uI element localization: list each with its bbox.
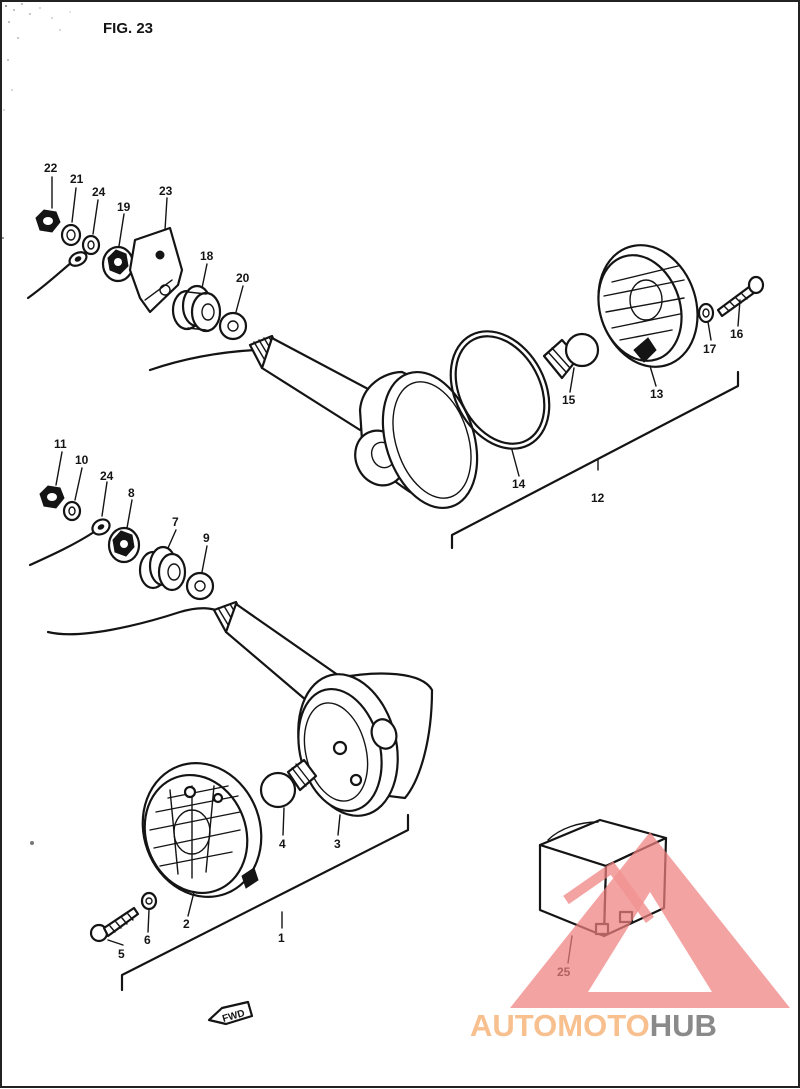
callout-15: 15	[562, 393, 576, 407]
bulb-4	[259, 758, 318, 809]
group-bracket-12	[450, 370, 740, 550]
ground-wire-lower	[28, 530, 96, 567]
grommet-7	[138, 545, 187, 592]
group-bracket-1	[120, 813, 410, 992]
gasket-14	[449, 330, 551, 450]
bracket-23	[128, 226, 184, 314]
mounting-stem-upper	[248, 334, 387, 432]
upper-turn-signal-assembly	[26, 209, 765, 550]
callout-18: 18	[200, 249, 214, 263]
callout-24-lower: 24	[100, 469, 114, 483]
nut-8	[107, 526, 141, 564]
washer-10	[62, 500, 82, 522]
grommet-18	[171, 284, 222, 333]
callout-21: 21	[70, 172, 84, 186]
callout-14: 14	[512, 477, 526, 491]
lens-2	[141, 761, 263, 899]
ground-wire-upper	[26, 260, 74, 300]
callout-20: 20	[236, 271, 250, 285]
lens-13	[597, 244, 699, 368]
watermark-text-grey: HUB	[650, 1008, 717, 1043]
callout-10: 10	[75, 453, 89, 467]
callout-22: 22	[44, 161, 58, 175]
callout-1: 1	[278, 931, 285, 945]
bulb-15	[542, 332, 600, 380]
housing-upper	[354, 370, 479, 510]
callout-16: 16	[730, 327, 744, 341]
screw-16	[716, 275, 765, 318]
callout-8: 8	[128, 486, 135, 500]
screw-5	[89, 906, 140, 943]
washer-17	[697, 302, 715, 324]
housing-lower	[297, 672, 434, 817]
callout-4: 4	[279, 837, 286, 851]
nut-19	[101, 245, 135, 283]
signal-wire-lower	[46, 607, 224, 636]
callout-11: 11	[54, 437, 67, 451]
figure-title: FIG. 23	[103, 20, 153, 37]
callout-23: 23	[159, 184, 173, 198]
washer-9	[185, 571, 215, 601]
forward-direction-marker: FWD	[207, 1000, 254, 1026]
callout-24-upper: 24	[92, 185, 106, 199]
watermark-triangle-icon	[510, 832, 790, 1008]
nut-11	[39, 485, 65, 509]
callout-labels: 22 21 24 19 23 18 20 14 15 13 17 16 12 1…	[44, 161, 744, 979]
signal-wire-upper	[148, 348, 257, 372]
nut-22	[35, 209, 61, 233]
callout-6: 6	[144, 933, 151, 947]
watermark-logo	[510, 832, 790, 1008]
callout-7: 7	[172, 515, 179, 529]
leader-lines	[51, 176, 741, 964]
lower-turn-signal-assembly	[28, 485, 434, 992]
washer-24-upper	[81, 234, 101, 256]
callout-2: 2	[183, 917, 190, 931]
arrow-left-icon	[207, 1000, 254, 1026]
callout-17: 17	[703, 342, 717, 356]
watermark-text-orange: AUTOMOTO	[470, 1008, 650, 1043]
callout-13: 13	[650, 387, 664, 401]
callout-5: 5	[118, 947, 125, 961]
washer-6	[140, 891, 158, 911]
washer-20	[218, 311, 248, 341]
callout-9: 9	[203, 531, 210, 545]
scan-noise	[2, 3, 71, 845]
watermark-text: AUTOMOTOHUB	[470, 1008, 717, 1043]
washer-21	[60, 223, 82, 247]
callout-19: 19	[117, 200, 131, 214]
callout-12: 12	[591, 491, 605, 505]
callout-3: 3	[334, 837, 341, 851]
